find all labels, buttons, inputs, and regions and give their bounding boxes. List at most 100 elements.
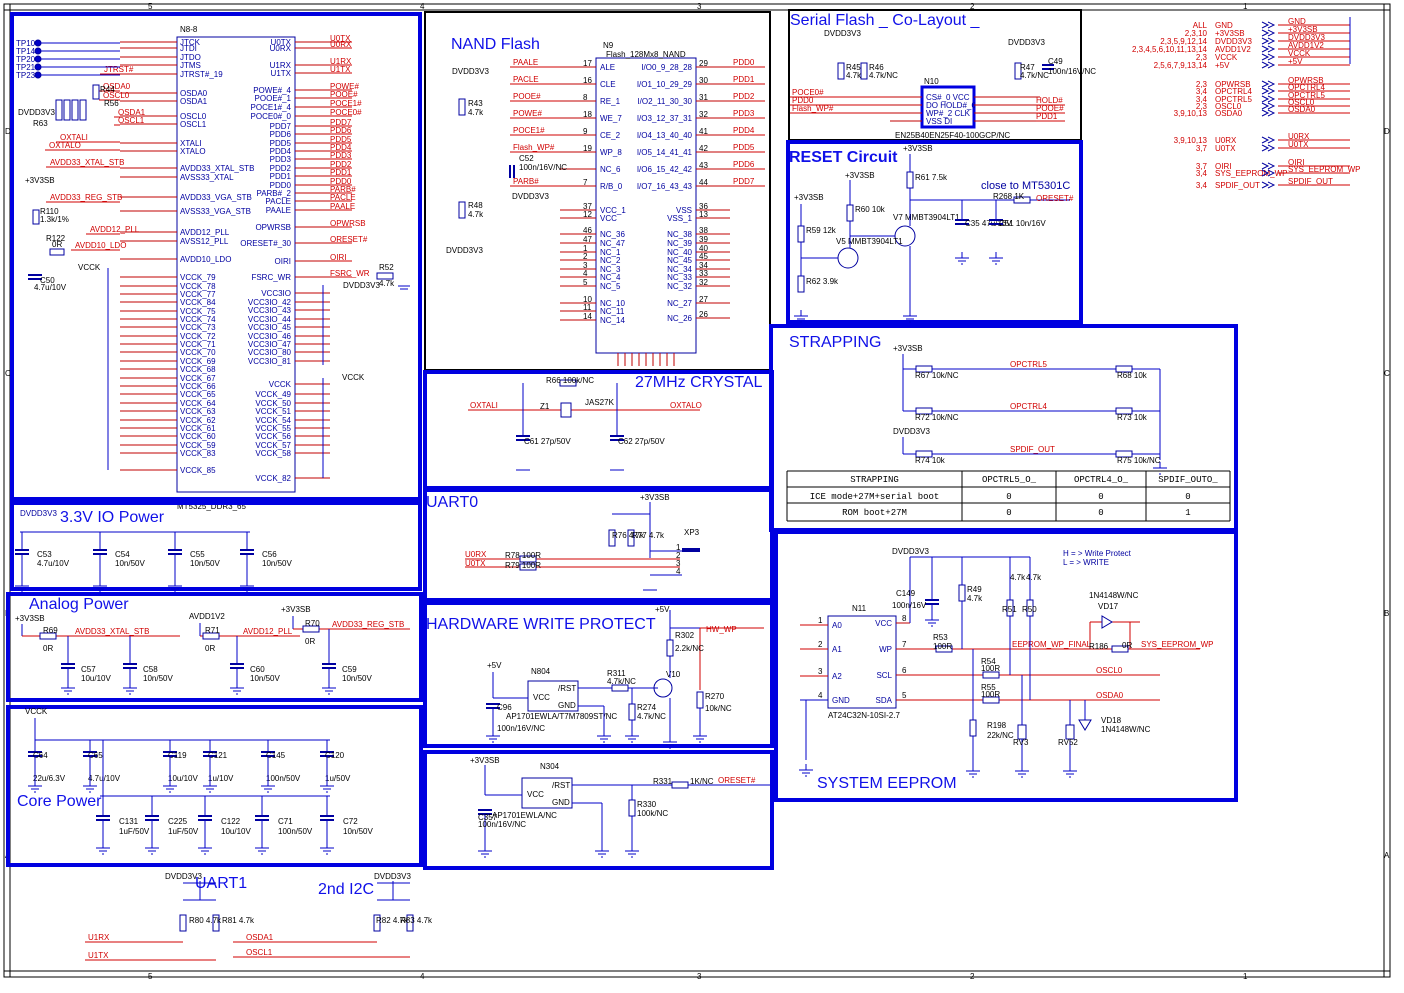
r46-label: R46: [869, 63, 884, 72]
analog-cap-ref-1: C58: [143, 665, 158, 674]
sf-pin-0: CS#_0 VCC: [926, 93, 970, 102]
core-power-section: [6, 705, 423, 867]
nand-left-pin-12: NC_1: [600, 248, 621, 257]
eeprom-r54-val: 100R: [981, 664, 1000, 673]
netmap-sig-pins-3: 2,3: [1196, 102, 1208, 111]
eeprom-left-num-2: 3: [818, 667, 823, 676]
nand-right-pin-6: I/O6_15_42_42: [637, 165, 693, 174]
eeprom-right-num-0: 8: [902, 614, 907, 623]
main-left-pin-24: VCCK_73: [180, 323, 216, 332]
strap-r-left-2: [915, 450, 933, 458]
reset-r59: [797, 225, 805, 243]
uart0-r77: R77 4.7k: [632, 531, 665, 540]
nand-left-num-15: 4: [583, 269, 588, 278]
main-right-net-17: PACLE: [330, 193, 356, 202]
border-mark-top-2: 2: [970, 2, 975, 11]
analog-r69-val: 0R: [43, 644, 53, 653]
nand-left-pin-7: R/B_0: [600, 182, 623, 191]
core-bot-cap-ref-4: C72: [343, 817, 358, 826]
reset-sb-net: ORESET#: [718, 776, 756, 785]
eeprom-r49-ref: R49: [967, 585, 982, 594]
netmap-sig-net-7: OIRI: [1288, 158, 1304, 167]
eeprom-left-num-1: 2: [818, 640, 823, 649]
io-cap-val-1: 10n/50V: [115, 559, 145, 568]
main-left-pin-28: VCCK_69: [180, 357, 216, 366]
nand-right-pin-12: NC_40: [667, 248, 692, 257]
main-left-pin-12: AVSS33_XTAL: [180, 173, 234, 182]
netmap-gnd-net-2: DVDD3V3: [1215, 37, 1252, 46]
uart1-r80: R80 4.7k: [189, 916, 222, 925]
strap-r-left-0: [915, 365, 933, 373]
serial-flash-ic-body: [920, 85, 976, 129]
main-ic-body: [176, 36, 296, 493]
eeprom-vd17-part: 1N4148W/NC: [1089, 591, 1139, 600]
crystal-part: JAS27K: [585, 398, 615, 407]
main-right-net-3: U1TX: [330, 65, 351, 74]
reset-3v3sb-2: +3V3SB: [845, 171, 875, 180]
main-left-net-8: AVDD12_PLL: [90, 225, 140, 234]
i2c2-r83: R83 4.7k: [400, 916, 433, 925]
main-right-pin-33: VCCK_49: [255, 390, 291, 399]
main-right-net-22: FSRC_WR: [330, 269, 370, 278]
sf-left-net-1: PDD0: [792, 96, 814, 105]
core-bot-cap-2: [198, 815, 212, 821]
netmap-sig-pins-4: 3,9,10,13: [1174, 109, 1208, 118]
main-right-pin-34: VCCK_50: [255, 399, 291, 408]
netmap-sig-pins-7: 3,7: [1196, 162, 1208, 171]
r110-value: 1.3k/1%: [40, 215, 69, 224]
analog-r70-ref: R70: [305, 619, 320, 628]
testpoint-3: TP21: [16, 63, 36, 72]
crystal-c62: C62 27p/50V: [618, 437, 665, 446]
analog-cap-ref-2: C60: [250, 665, 265, 674]
eeprom-left-num-0: 1: [818, 616, 823, 625]
nand-right-num-12: 40: [699, 244, 708, 253]
main-left-pin-40: VCCK_85: [180, 466, 216, 475]
analog-r69: [39, 632, 57, 640]
analog-cap-0: [61, 663, 75, 669]
io-cap-ref-3: C56: [262, 550, 277, 559]
sf-left-net-2: Flash_WP#: [792, 104, 834, 113]
strap-net-0: OPCTRL5: [1010, 360, 1047, 369]
nand-right-num-0: 29: [699, 59, 708, 68]
main-right-pin-23: VCC3IO: [261, 289, 291, 298]
i2c2-title: 2nd I2C: [318, 881, 374, 898]
main-right-pin-21: OIRI: [275, 257, 291, 266]
io-cap-val-0: 4.7u/10V: [37, 559, 70, 568]
nand-left-pin-11: NC_47: [600, 239, 625, 248]
strap-table-header-2: OPCTRL4_O_: [1074, 475, 1129, 485]
netmap-sig-net-3: OSCL0: [1288, 98, 1315, 107]
core-bot-cap-ref-0: C131: [119, 817, 139, 826]
netmap-gnd-net-right-3: AVDD1V2: [1288, 41, 1324, 50]
hwp-c96-ref: C96: [497, 703, 512, 712]
main-left-pin-26: VCCK_71: [180, 340, 216, 349]
eeprom-left-pin-2: A2: [832, 672, 842, 681]
rsb-r331-ref: R331: [653, 777, 673, 786]
eeprom-r53-val: 100R: [933, 642, 952, 651]
hwp-r270-ref: R270: [705, 692, 725, 701]
uart0-net-u0rx: U0RX: [465, 550, 487, 559]
serial-flash-title: Serial Flash _ Co-Layout _: [790, 12, 981, 29]
analog-cap-val-1: 10n/50V: [143, 674, 173, 683]
strap-table-cell-1-3: 1: [1185, 508, 1190, 518]
r63-label: R63: [33, 119, 48, 128]
reset-r61-label: R61 7.5k: [915, 173, 948, 182]
core-bot-cap-1: [145, 815, 159, 821]
main-left-net-0: OSDA0: [103, 82, 131, 91]
nand-left-num-16: 5: [583, 278, 588, 287]
main-right-net-2: U1RX: [330, 57, 352, 66]
nand-left-net-7: PARB#: [513, 177, 539, 186]
netmap-sig-net-4: OSDA0: [1288, 105, 1316, 114]
eeprom-left-pin-0: A0: [832, 621, 842, 630]
rsb-r331-val: 1K/NC: [690, 777, 714, 786]
main-left-pin-32: VCCK_65: [180, 390, 216, 399]
nand-title: NAND Flash: [451, 36, 540, 53]
main-right-net-10: PDD5: [330, 135, 352, 144]
core-power-title: Core Power: [17, 793, 102, 810]
analog-r71-val: 0R: [205, 644, 215, 653]
border-mark-bottom-4: 4: [420, 972, 425, 981]
i2c2-net-oscl1: OSCL1: [246, 948, 273, 957]
netmap-sig-label-3: OSCL0: [1215, 102, 1242, 111]
netmap-sig-label-1: OPCTRL4: [1215, 87, 1252, 96]
